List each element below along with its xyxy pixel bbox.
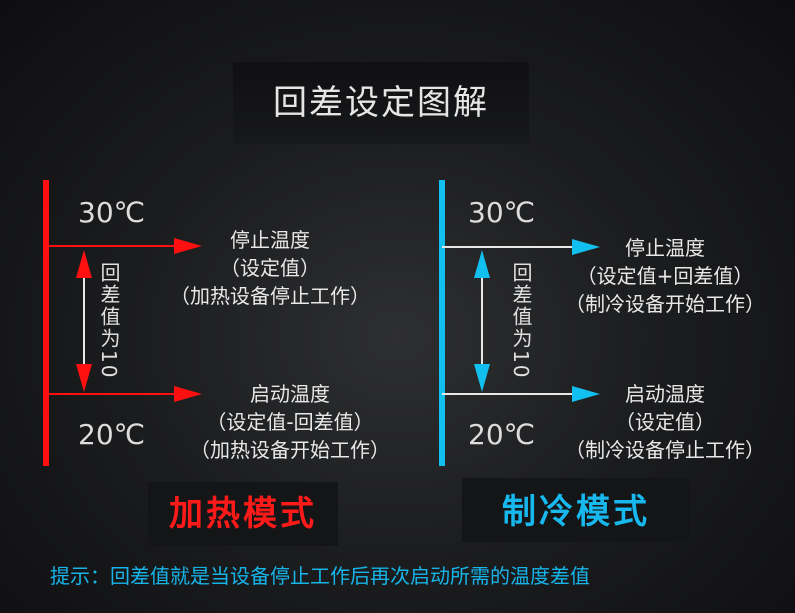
cooling-start-sub1: （设定值）: [615, 410, 715, 434]
cooling-mode-background: [462, 478, 690, 542]
page-title: 回差设定图解: [273, 83, 489, 123]
hint-text: 提示：回差值就是当设备停止工作后再次启动所需的温度差值: [50, 564, 590, 588]
heating-mode-title: 加热模式: [169, 494, 317, 534]
cooling-stop-sub2: （制冷设备开始工作）: [565, 292, 765, 316]
cooling-low-temp: 20℃: [468, 418, 536, 451]
heating-difference-label: 回差值为10: [97, 262, 121, 380]
cooling-difference-label: 回差值为10: [509, 262, 533, 380]
heating-temperature-axis: [43, 180, 49, 466]
heating-stop-sub1: （设定值）: [220, 256, 320, 280]
heating-stop-sub2: （加热设备停止工作）: [170, 284, 370, 308]
heating-start-label: 启动温度: [250, 382, 330, 406]
title-background: [233, 62, 529, 144]
heating-low-temp: 20℃: [78, 418, 146, 451]
cooling-stop-label: 停止温度: [625, 236, 705, 260]
cooling-temperature-axis: [439, 180, 445, 466]
cooling-stop-arrow: [442, 239, 600, 255]
cooling-high-temp: 30℃: [468, 196, 536, 229]
cooling-start-arrow: [442, 386, 600, 402]
cooling-stop-sub1: （设定值+回差值）: [576, 264, 754, 288]
heating-start-sub2: （加热设备开始工作）: [190, 438, 390, 462]
heating-start-arrow: [46, 386, 202, 402]
heating-high-temp: 30℃: [78, 196, 146, 229]
heating-stop-label: 停止温度: [230, 228, 310, 252]
heating-stop-arrow: [46, 238, 202, 254]
heating-mode-background: [148, 482, 338, 546]
cooling-difference-arrow: [474, 250, 490, 392]
cooling-mode-title: 制冷模式: [502, 492, 650, 532]
heating-start-sub1: （设定值-回差值）: [206, 410, 374, 434]
cooling-start-label: 启动温度: [625, 382, 705, 406]
heating-difference-arrow: [76, 250, 92, 392]
cooling-start-sub2: （制冷设备停止工作）: [565, 438, 765, 462]
